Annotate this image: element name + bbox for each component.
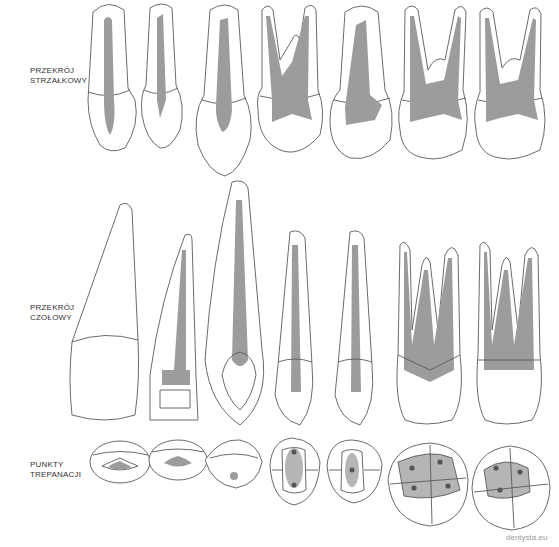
occlusal-row-shape [292, 483, 297, 488]
occlusal-row-shape [437, 459, 442, 464]
occlusal-row-shape [409, 465, 414, 470]
section-label: PRZEKRÓJ STRZAŁKOWY [30, 66, 87, 86]
sagittal-row-shape [142, 4, 183, 148]
sagittal-row-shape [410, 16, 462, 122]
occlusal-row-shape [388, 443, 468, 526]
sagittal-row-shape [258, 5, 323, 152]
frontal-row-shape [232, 200, 248, 366]
occlusal-row-shape [108, 461, 132, 470]
occlusal-row-shape [411, 485, 416, 490]
watermark: dentysta.eu [506, 533, 547, 542]
occlusal-row-shape [398, 454, 460, 498]
occlusal-row-shape [102, 458, 138, 470]
frontal-row-shape [398, 355, 460, 370]
sagittal-row-shape [475, 8, 545, 159]
occlusal-row-shape [205, 440, 262, 488]
sagittal-row-shape [104, 17, 115, 135]
frontal-row-shape [478, 360, 540, 361]
occlusal-row-shape [285, 448, 303, 488]
sagittal-row-shape [399, 6, 468, 159]
frontal-row-shape [278, 359, 312, 362]
section-label: PRZEKRÓJ CZOŁOWY [30, 303, 74, 323]
occlusal-row-shape [484, 462, 530, 498]
sagittal-row-shape [88, 4, 136, 150]
occlusal-row-shape [327, 440, 382, 503]
occlusal-row-shape [149, 440, 207, 480]
frontal-row-shape [72, 335, 138, 342]
frontal-row-shape [338, 359, 372, 362]
frontal-row-shape [162, 250, 190, 385]
occlusal-row [90, 438, 550, 530]
frontal-row-shape [160, 390, 190, 408]
occlusal-row-shape [390, 445, 466, 524]
sagittal-row-shape [266, 16, 312, 122]
sagittal-row-shape [330, 6, 392, 159]
occlusal-row-shape [329, 470, 380, 471]
occlusal-row-shape [210, 454, 258, 458]
occlusal-row-shape [493, 465, 498, 470]
frontal-row-shape [222, 352, 256, 410]
occlusal-row-shape [517, 469, 522, 474]
sagittal-row-shape [485, 18, 538, 122]
frontal-row-shape [335, 231, 373, 425]
occlusal-row-shape [445, 483, 450, 488]
frontal-row-shape [477, 242, 541, 424]
frontal-row-shape [291, 245, 301, 392]
occlusal-row-shape [230, 472, 238, 480]
occlusal-row-shape [341, 450, 364, 494]
frontal-row-shape [205, 181, 264, 425]
occlusal-row-shape [345, 453, 359, 487]
occlusal-row-shape [350, 468, 355, 473]
occlusal-row-shape [474, 448, 548, 528]
occlusal-row-shape [282, 448, 306, 494]
frontal-row-shape [351, 245, 361, 392]
occlusal-row-shape [292, 450, 297, 455]
occlusal-row-shape [497, 487, 502, 492]
frontal-row-shape [150, 234, 198, 420]
occlusal-row-shape [270, 438, 320, 505]
occlusal-row-shape [164, 456, 192, 467]
occlusal-row-shape [152, 449, 204, 452]
frontal-row-shape [404, 252, 454, 382]
frontal-row [70, 181, 541, 425]
section-label: PUNKTY TREPANACJI [30, 460, 81, 480]
sagittal-row-shape [216, 18, 232, 132]
sagittal-row-shape [345, 20, 382, 125]
occlusal-row-shape [472, 446, 550, 530]
occlusal-row-shape [93, 452, 148, 456]
frontal-row-shape [397, 242, 461, 424]
sagittal-row [88, 4, 545, 176]
occlusal-row-shape [90, 441, 150, 483]
frontal-row-shape [275, 231, 313, 425]
sagittal-row-shape [157, 14, 166, 118]
sagittal-row-shape [196, 5, 251, 176]
frontal-row-shape [484, 252, 534, 370]
frontal-row-shape [70, 203, 139, 420]
occlusal-row-shape [272, 470, 318, 471]
